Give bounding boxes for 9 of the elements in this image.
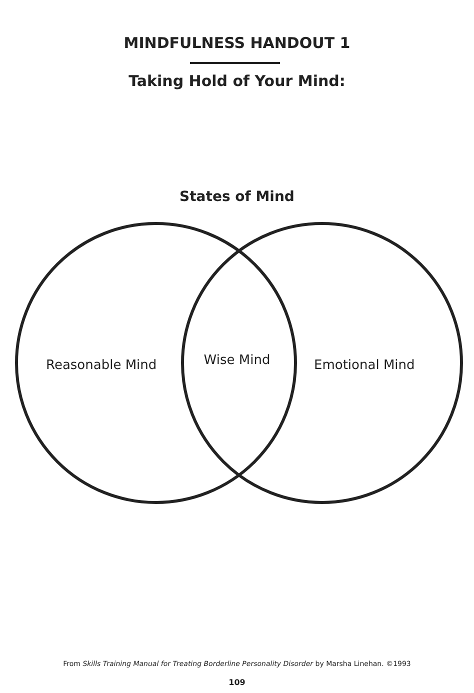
venn-circle xyxy=(15,222,297,504)
circle-label: Emotional Mind xyxy=(314,358,415,373)
circle-label: Reasonable Mind xyxy=(46,358,157,373)
diagram-heading: States of Mind xyxy=(178,189,296,205)
subtitle: Taking Hold of Your Mind: xyxy=(128,72,346,90)
page-number: 109 xyxy=(228,678,246,687)
venn-circle xyxy=(181,222,463,504)
handout-title: MINDFULNESS HANDOUT 1 xyxy=(122,34,352,52)
overlap-label: Wise Mind xyxy=(198,353,276,368)
